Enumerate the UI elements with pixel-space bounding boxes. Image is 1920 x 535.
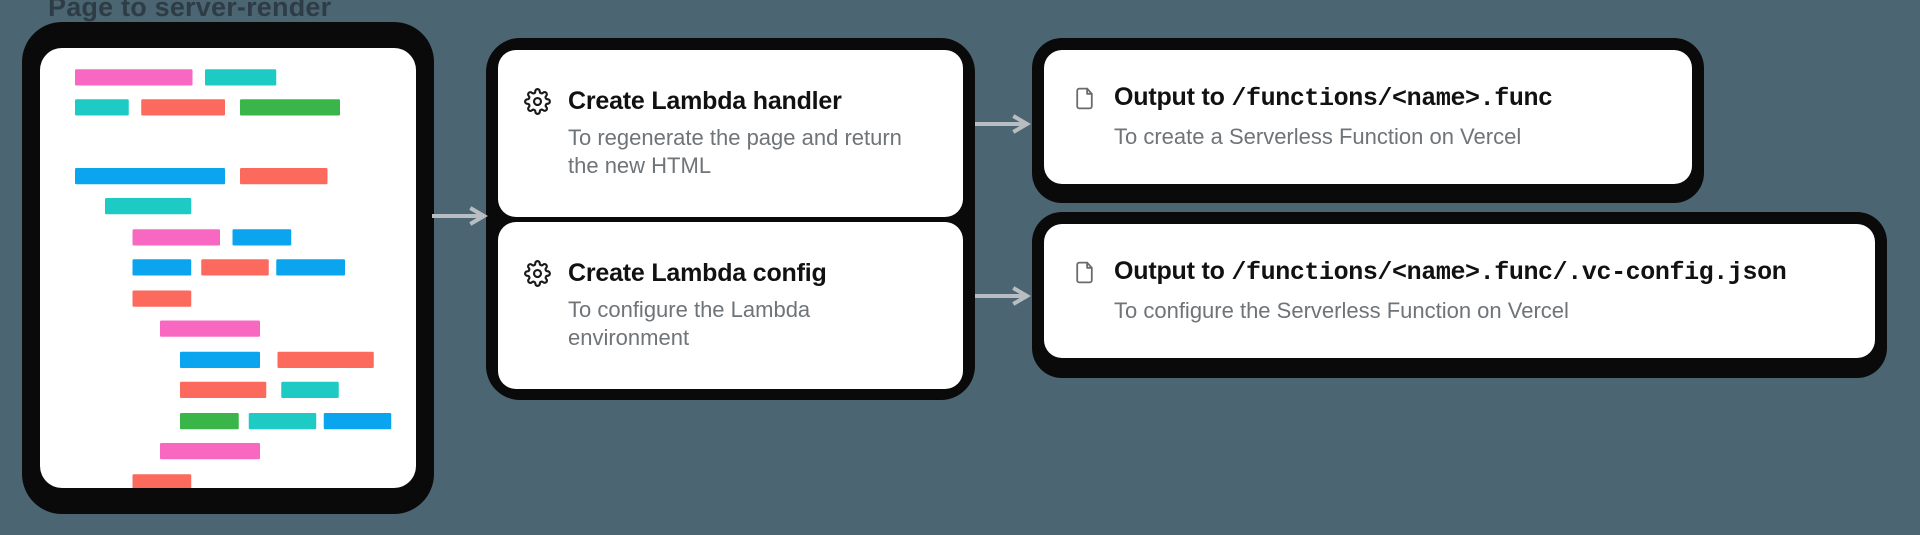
gear-icon (524, 260, 551, 287)
code-line-bar (105, 198, 192, 215)
output-title-path: /functions/<name>.func (1231, 84, 1553, 113)
code-line-bar (132, 474, 192, 488)
source-page-card[interactable] (40, 48, 416, 488)
step-card-create-lambda-config[interactable]: Create Lambda config To configure the La… (498, 222, 963, 389)
code-line-bar (132, 229, 220, 246)
code-line-bar (75, 99, 129, 116)
step-subtitle: To configure the Lambda environment (568, 297, 811, 350)
code-line-bar (132, 259, 192, 276)
output-subtitle: To create a Serverless Function on Verce… (1114, 124, 1522, 149)
step-subtitle: To regenerate the page and return the ne… (568, 125, 902, 178)
step-card-create-lambda-handler[interactable]: Create Lambda handler To regenerate the … (498, 50, 963, 217)
file-icon (1072, 260, 1097, 285)
output-subtitle: To configure the Serverless Function on … (1114, 298, 1569, 323)
code-line-bar (240, 99, 340, 116)
code-line-bar (232, 229, 292, 246)
code-line-bar (180, 351, 260, 368)
code-line-bar (75, 69, 193, 86)
code-line-bar (240, 168, 328, 185)
output-card-config[interactable]: Output to /functions/<name>.func/.vc-con… (1044, 224, 1875, 358)
gear-icon (524, 88, 551, 115)
code-line-bar (160, 443, 260, 460)
output-title-prefix: Output to (1114, 257, 1232, 285)
step-title: Create Lambda handler (568, 87, 842, 115)
code-line-bar (132, 290, 192, 307)
output-title: Output to /functions/<name>.func/.vc-con… (1114, 257, 1787, 287)
file-icon (1072, 86, 1097, 111)
code-line-bar (75, 168, 225, 185)
output-title-prefix: Output to (1114, 83, 1232, 111)
code-line-bar (248, 413, 317, 430)
code-lines (40, 48, 416, 488)
output-title: Output to /functions/<name>.func (1114, 83, 1553, 113)
output-title-path: /functions/<name>.func/.vc-config.json (1231, 258, 1787, 287)
step-title: Create Lambda config (568, 259, 827, 287)
code-line-bar (205, 69, 277, 86)
arrow-source-to-steps (432, 205, 490, 232)
code-line-bar (180, 413, 239, 430)
code-line-bar (160, 320, 260, 337)
group-title-page-to-server-render: Page to server-render (48, 0, 332, 22)
code-line-bar (281, 381, 339, 398)
arrow-config-to-output (975, 285, 1033, 312)
output-card-function[interactable]: Output to /functions/<name>.func To crea… (1044, 50, 1692, 184)
code-line-bar (323, 413, 392, 430)
code-line-bar (277, 351, 374, 368)
code-line-bar (276, 259, 345, 276)
code-line-bar (180, 381, 267, 398)
code-line-bar (141, 99, 225, 116)
arrow-handler-to-output (975, 113, 1033, 140)
code-line-bar (201, 259, 269, 276)
